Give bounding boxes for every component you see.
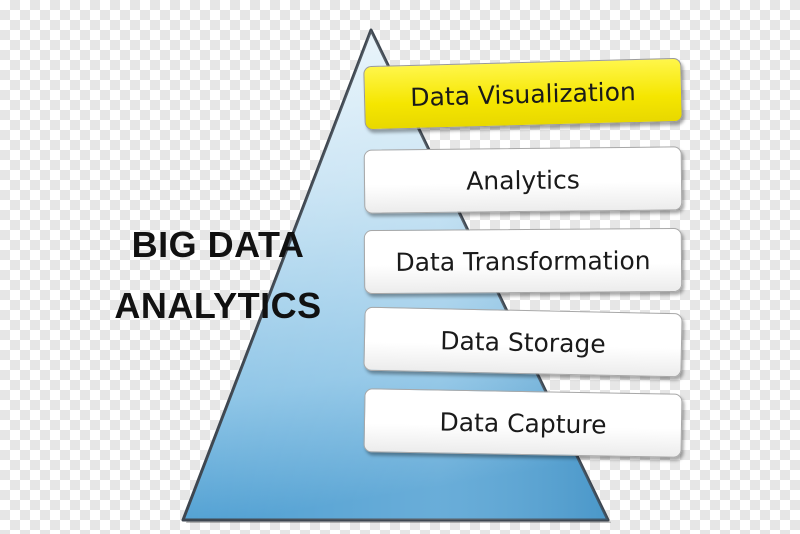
layer-label: Data Capture: [439, 407, 607, 439]
layer-analytics: Analytics: [363, 146, 683, 214]
layer-data-storage: Data Storage: [363, 306, 683, 378]
layer-label: Data Storage: [439, 325, 607, 359]
layer-label: Data Transformation: [395, 245, 651, 277]
layer-data-visualization: Data Visualization: [363, 57, 683, 131]
title-line-1: BIG DATA: [131, 224, 305, 265]
diagram-title: BIG DATA ANALYTICS: [96, 214, 340, 336]
layer-data-capture: Data Capture: [363, 388, 683, 458]
title-line-2: ANALYTICS: [114, 285, 322, 327]
layer-label: Analytics: [466, 164, 580, 196]
layer-data-transformation: Data Transformation: [363, 227, 683, 295]
layer-label: Data Visualization: [409, 76, 637, 112]
